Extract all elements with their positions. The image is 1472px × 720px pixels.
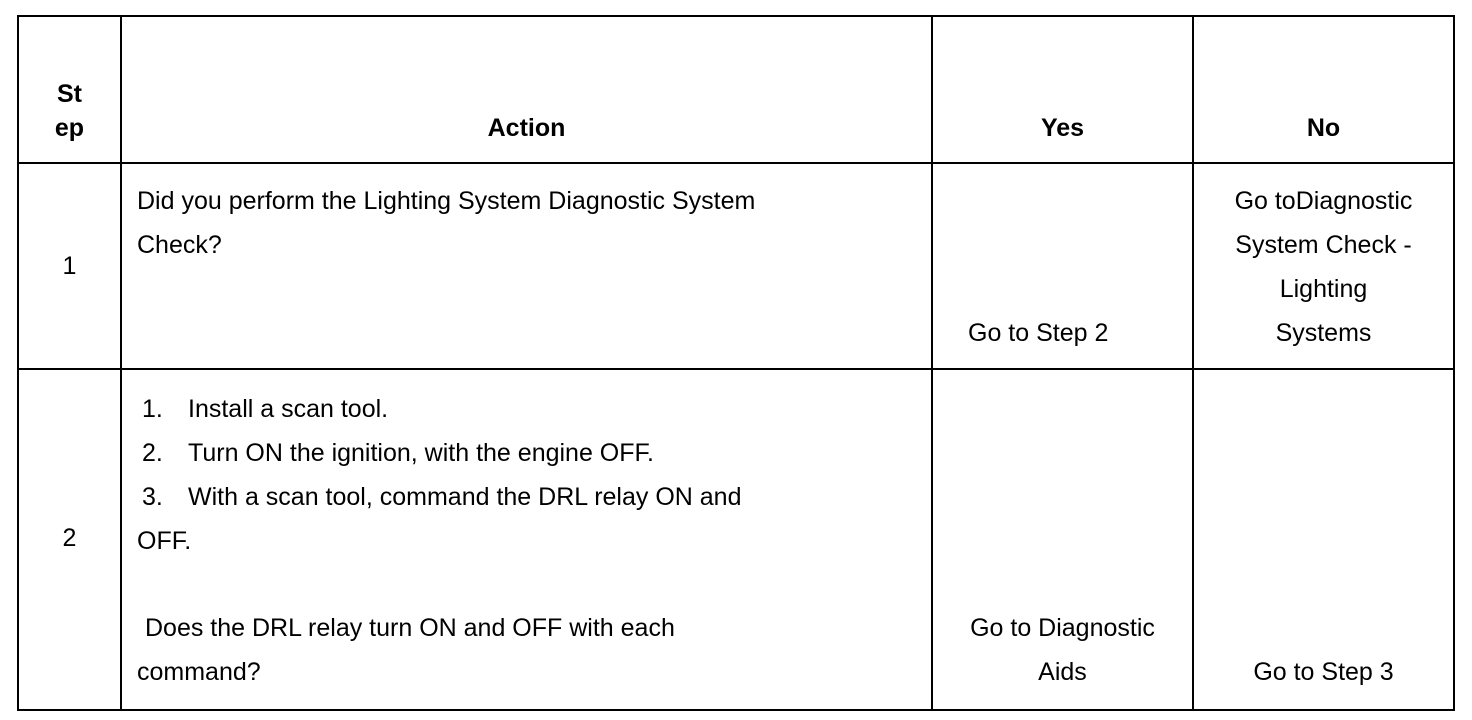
list-item-text: Turn ON the ignition, with the engine OF… [188, 439, 654, 467]
list-item: 1. Install a scan tool. [142, 387, 388, 431]
header-row: St ep Action Yes No [17, 14, 1455, 165]
step-number: 2 [62, 524, 77, 552]
list-item: 2. Turn ON the ignition, with the engine … [142, 431, 654, 475]
yes-text-line: Aids [1038, 658, 1087, 686]
yes-cell: Go to Diagnostic Aids [931, 368, 1194, 711]
list-item-text: With a scan tool, command the DRL relay … [188, 483, 742, 511]
table-row: 2 1. Install a scan tool. 2. Turn ON the i… [17, 368, 1455, 711]
action-cell: Did you perform the Lighting System Diag… [120, 162, 933, 370]
header-step: St ep [17, 14, 122, 165]
list-item-continuation: OFF. [137, 527, 192, 555]
header-step-line2: ep [54, 114, 85, 142]
header-no: No [1192, 14, 1455, 165]
header-action-label: Action [487, 114, 566, 142]
step-cell: 1 [17, 162, 122, 370]
header-step-line1: St [57, 80, 82, 108]
list-item-number: 2. [142, 439, 163, 467]
header-no-label: No [1306, 114, 1341, 142]
step-cell: 2 [17, 368, 122, 711]
no-cell: Go to Step 3 [1192, 368, 1455, 711]
question-text-line: Does the DRL relay turn ON and OFF with … [145, 614, 675, 642]
header-yes: Yes [931, 14, 1194, 165]
diagnostic-table: St ep Action Yes No 1 Did [17, 14, 1455, 711]
header-yes-label: Yes [1040, 114, 1085, 142]
header-action: Action [120, 14, 933, 165]
yes-text: Go to Step 2 [968, 319, 1109, 348]
no-cell: Go toDiagnostic System Check - Lighting … [1192, 162, 1455, 370]
list-item-number: 3. [142, 483, 163, 511]
table-row: 1 Did you perform the Lighting System Di… [17, 162, 1455, 370]
list-item: 3. With a scan tool, command the DRL rela… [142, 475, 741, 519]
no-text-line: Systems [1275, 319, 1372, 348]
action-text-line: Did you perform the Lighting System Diag… [137, 187, 756, 216]
no-text: Go to Step 3 [1253, 658, 1394, 686]
list-item-number: 1. [142, 395, 163, 423]
list-item-text: Install a scan tool. [188, 395, 389, 423]
no-text-line: System Check - [1235, 231, 1412, 260]
action-text-line: Check? [137, 231, 222, 260]
action-cell: 1. Install a scan tool. 2. Turn ON the ign… [120, 368, 933, 711]
step-number: 1 [62, 252, 77, 281]
question-text-line: command? [137, 658, 261, 686]
yes-cell: Go to Step 2 [931, 162, 1194, 370]
no-text-line: Go toDiagnostic [1234, 187, 1413, 216]
no-text-line: Lighting [1279, 275, 1368, 304]
yes-text-line: Go to Diagnostic [970, 614, 1155, 642]
